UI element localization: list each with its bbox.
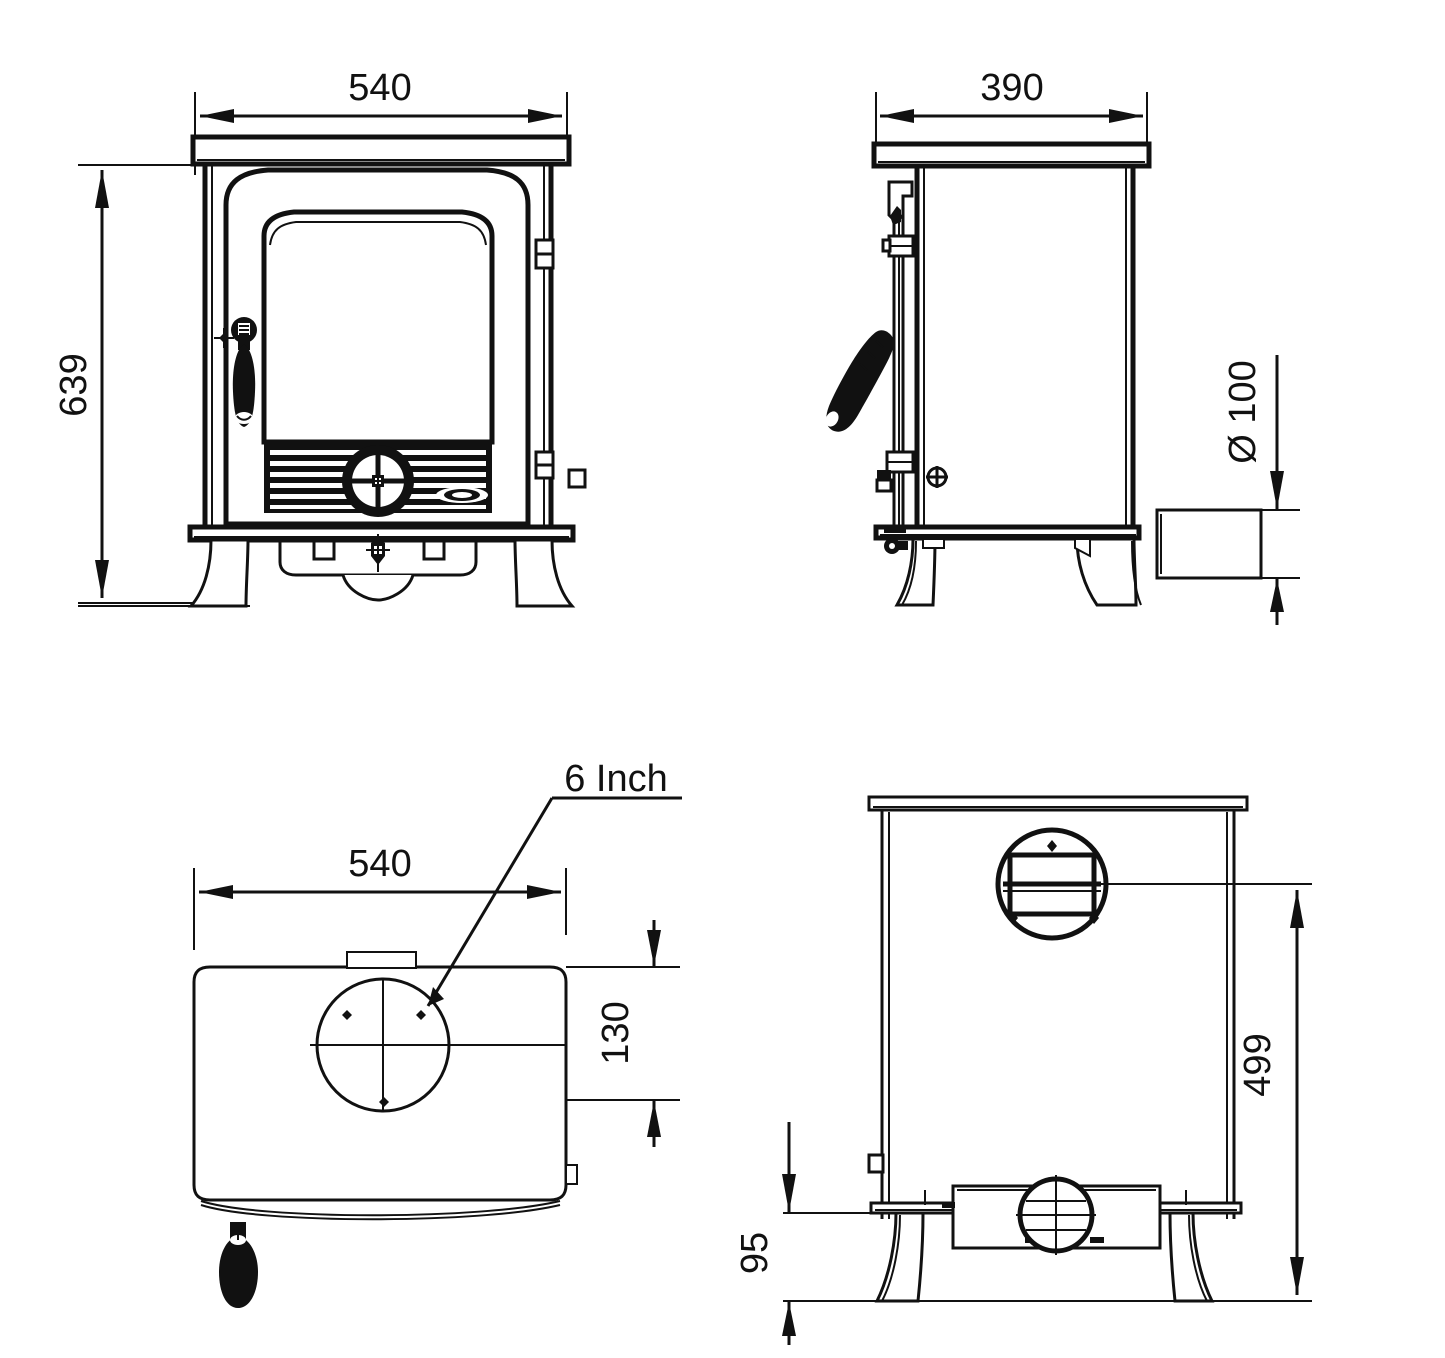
flue-diameter-label: Ø 100 bbox=[1222, 360, 1264, 464]
front-leg-left bbox=[187, 538, 250, 608]
front-ash-pan bbox=[278, 534, 478, 602]
side-top-plate bbox=[871, 141, 1152, 169]
rear-top-plate bbox=[867, 795, 1249, 812]
side-lower-latch bbox=[875, 450, 915, 493]
front-door-glass-frame bbox=[261, 209, 495, 445]
front-height-label: 639 bbox=[53, 353, 95, 416]
flue-offset-label: 130 bbox=[595, 1001, 637, 1064]
side-body-screw bbox=[926, 466, 948, 488]
front-air-control-dial[interactable] bbox=[342, 445, 414, 517]
front-height-dimension bbox=[78, 164, 205, 604]
top-width-dimension bbox=[193, 868, 567, 950]
flue-diameter-value: 100 bbox=[1222, 360, 1264, 423]
side-flue-outlet bbox=[1155, 508, 1263, 580]
side-leg-left bbox=[894, 537, 937, 607]
rear-side-tab bbox=[867, 1153, 885, 1174]
side-elevation-view: 390 Ø 100 bbox=[823, 67, 1300, 625]
rear-flue-height-dimension bbox=[1290, 890, 1304, 1295]
top-flue-circle bbox=[310, 977, 566, 1113]
flue-centre-offset-dimension bbox=[566, 920, 680, 1147]
top-width-label: 540 bbox=[348, 843, 411, 885]
side-base-plate bbox=[873, 524, 1142, 541]
flue-size-callout bbox=[426, 796, 682, 1007]
front-hinge-upper bbox=[534, 238, 555, 270]
top-rear-lug bbox=[346, 951, 417, 969]
rear-leg-height-dimension bbox=[782, 1122, 888, 1345]
top-bottom-handle-knob bbox=[219, 1222, 258, 1308]
rear-air-inlet bbox=[1016, 1175, 1096, 1255]
side-body bbox=[914, 166, 1136, 532]
front-width-label: 540 bbox=[348, 67, 411, 109]
flue-size-label: 6 Inch bbox=[564, 758, 668, 800]
front-base-plate bbox=[187, 524, 576, 543]
rear-elevation-view: 499 95 bbox=[734, 795, 1312, 1345]
front-elevation-view: 540 639 bbox=[53, 67, 587, 608]
side-leg-right bbox=[1075, 537, 1142, 607]
front-grille-badge bbox=[436, 487, 488, 503]
rear-body bbox=[880, 810, 1236, 1219]
front-latch-tab bbox=[567, 468, 587, 489]
top-side-tab bbox=[565, 1164, 578, 1185]
front-hinge-marker bbox=[214, 328, 234, 348]
rear-leg-height-label: 95 bbox=[734, 1232, 776, 1274]
front-hinge-lower bbox=[534, 450, 555, 480]
side-door-handle[interactable] bbox=[823, 330, 894, 432]
front-top-plate bbox=[190, 134, 572, 167]
front-leg-right bbox=[513, 538, 576, 608]
side-depth-label: 390 bbox=[980, 67, 1043, 109]
plan-top-view: 540 130 6 Inch bbox=[192, 758, 682, 1308]
side-lower-knob bbox=[884, 538, 908, 554]
front-door-handle[interactable] bbox=[231, 317, 257, 427]
rear-flue-height-label: 499 bbox=[1237, 1033, 1279, 1096]
flue-diameter-dimension bbox=[1262, 355, 1300, 625]
diameter-symbol: Ø bbox=[1222, 434, 1264, 464]
rear-flue-collar bbox=[995, 827, 1312, 941]
side-depth-dimension bbox=[875, 92, 1148, 160]
rear-leg-right bbox=[1168, 1211, 1215, 1303]
rear-leg-left bbox=[874, 1211, 925, 1303]
